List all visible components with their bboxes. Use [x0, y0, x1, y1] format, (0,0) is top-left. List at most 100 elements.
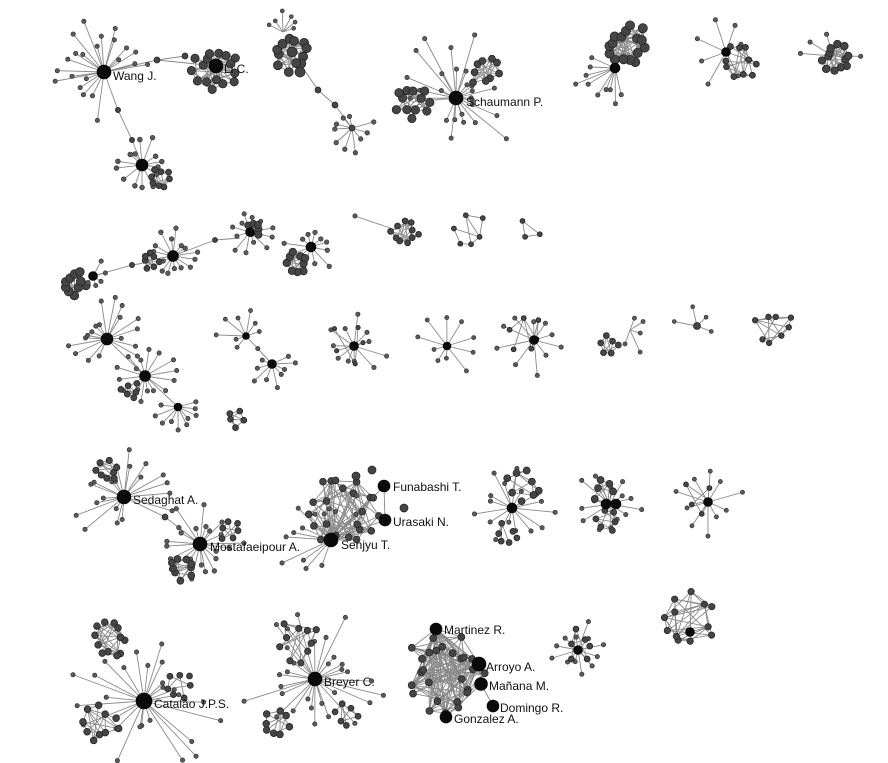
- coauthor-edge: [411, 647, 474, 670]
- author-node: [156, 350, 162, 356]
- author-node: [451, 225, 457, 232]
- coauthor-edge: [674, 321, 698, 327]
- author-node: [145, 662, 151, 668]
- author-node: [444, 315, 450, 320]
- author-node: [684, 505, 690, 511]
- hub-funabashi: [377, 479, 391, 493]
- author-node: [469, 78, 477, 87]
- coauthor-edge: [354, 215, 391, 229]
- author-node: [508, 488, 516, 497]
- author-node: [836, 63, 846, 72]
- author-node: [287, 266, 297, 276]
- author-node: [337, 717, 345, 725]
- author-node: [286, 657, 294, 665]
- author-node: [192, 256, 198, 262]
- author-node: [438, 642, 447, 651]
- author-node: [487, 519, 493, 525]
- author-node: [89, 736, 98, 745]
- author-node: [464, 368, 469, 374]
- author-node: [65, 56, 71, 62]
- author-node: [432, 646, 441, 655]
- hub-domingo: [486, 699, 500, 713]
- author-node: [673, 489, 679, 494]
- author-node: [742, 43, 749, 51]
- coauthor-edge: [445, 683, 482, 718]
- author-node: [254, 220, 262, 229]
- coauthor-edge: [172, 239, 216, 257]
- author-node: [583, 72, 589, 78]
- author-node: [312, 626, 320, 634]
- coauthor-edge: [664, 606, 712, 619]
- author-node: [399, 503, 409, 513]
- author-node: [251, 239, 257, 245]
- hub-author: [609, 62, 621, 74]
- author-node: [517, 497, 526, 506]
- author-node: [334, 348, 340, 354]
- author-node: [234, 527, 242, 534]
- author-node: [752, 317, 759, 324]
- author-node: [251, 378, 257, 384]
- author-node: [453, 66, 459, 72]
- author-node: [416, 93, 426, 103]
- author-node: [503, 474, 512, 483]
- author-node: [844, 51, 853, 61]
- coauthor-edge: [455, 97, 507, 140]
- author-label-funabashi: Funabashi T.: [393, 480, 462, 494]
- author-node: [198, 562, 205, 568]
- author-node: [699, 58, 705, 64]
- author-node: [549, 655, 555, 661]
- coauthor-edge: [417, 336, 448, 347]
- author-node: [580, 518, 586, 524]
- coauthor-edge: [282, 21, 296, 33]
- author-node: [186, 672, 193, 680]
- author-node: [207, 84, 217, 94]
- author-node: [572, 625, 580, 633]
- author-node: [552, 509, 558, 515]
- author-node: [380, 692, 386, 698]
- coauthor-edge: [667, 603, 705, 631]
- author-node: [150, 263, 158, 271]
- author-node: [133, 343, 139, 349]
- coauthor-edge: [281, 10, 284, 33]
- author-node: [180, 757, 186, 763]
- author-node: [234, 233, 240, 239]
- author-node: [637, 23, 648, 34]
- author-node: [98, 278, 104, 284]
- coauthor-edge: [98, 636, 121, 646]
- coauthor-edge: [297, 614, 316, 680]
- author-node: [222, 316, 228, 322]
- author-node: [705, 533, 711, 539]
- author-node: [227, 415, 234, 423]
- coauthor-edge: [313, 492, 354, 503]
- author-hubs: [88, 47, 731, 724]
- author-node: [607, 87, 613, 93]
- author-label-schaumann: Schaumann P.: [466, 95, 543, 109]
- author-node: [407, 643, 416, 652]
- author-node: [312, 721, 318, 727]
- author-node: [178, 265, 184, 271]
- author-node: [159, 158, 165, 165]
- author-node: [143, 461, 149, 467]
- author-node: [324, 247, 330, 253]
- coauthor-edge: [103, 59, 158, 73]
- coauthor-edge: [266, 715, 287, 731]
- author-node: [438, 88, 444, 94]
- author-node: [323, 634, 329, 640]
- author-node: [369, 494, 378, 502]
- author-node: [425, 707, 434, 715]
- author-node: [610, 508, 618, 516]
- author-node: [98, 298, 104, 304]
- author-node: [285, 723, 294, 731]
- author-node: [151, 166, 158, 174]
- author-node: [448, 45, 454, 51]
- author-node: [175, 427, 181, 433]
- author-node: [219, 519, 225, 525]
- author-node: [304, 647, 312, 655]
- author-node: [82, 526, 88, 532]
- coauthor-edge: [287, 628, 316, 680]
- coauthor-edge: [477, 63, 500, 74]
- author-node: [158, 402, 164, 408]
- coauthor-edge: [117, 109, 133, 141]
- author-node: [785, 324, 792, 331]
- author-node: [352, 150, 359, 156]
